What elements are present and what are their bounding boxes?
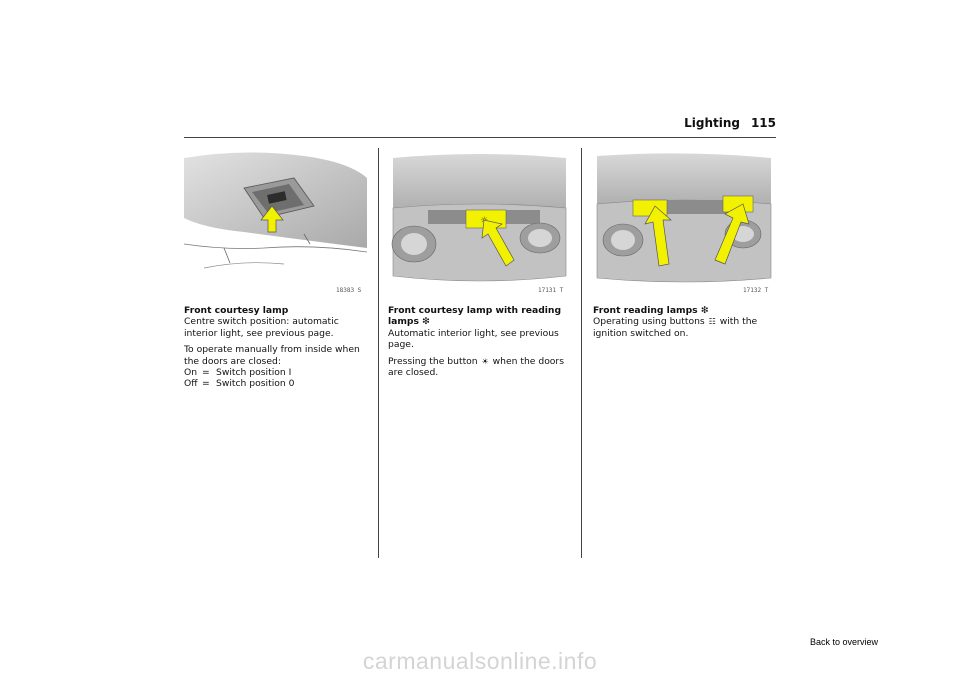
figure-code: 17132 T <box>743 287 769 294</box>
column-middle: Front courtesy lamp with reading lamps ❇… <box>388 305 576 383</box>
page-header: Lighting 115 <box>184 116 776 138</box>
option-symbol-icon: ❇ <box>700 305 709 316</box>
pointer-arrow <box>260 205 284 233</box>
column-divider-right <box>581 148 582 558</box>
definition-row: Off = Switch position 0 <box>184 378 295 390</box>
header-rule <box>184 137 776 138</box>
back-to-overview-link[interactable]: Back to overview <box>809 637 878 647</box>
pointer-arrow-left <box>644 205 672 267</box>
paragraph: Automatic interior light, see previous p… <box>388 327 559 351</box>
column-divider-left <box>378 148 379 558</box>
section-title: Lighting <box>684 116 740 130</box>
courtesy-lamp-illustration <box>184 148 367 294</box>
definition-row: On = Switch position I <box>184 367 292 379</box>
figure-courtesy-lamp <box>184 148 367 294</box>
figure-code: 18383 S <box>336 287 362 294</box>
pointer-arrow-right <box>714 203 750 265</box>
figure-code: 17131 T <box>538 287 564 294</box>
option-symbol-icon: ❇ <box>422 316 430 328</box>
figure-reading-lamps <box>593 148 776 294</box>
courtesy-reading-lamp-illustration: ☼ <box>388 148 571 294</box>
watermark: carmanualsonline.info <box>362 648 598 674</box>
reading-lamp-button-icon: ☷ <box>708 317 716 327</box>
heading-front-courtesy-lamp: Front courtesy lamp <box>184 305 289 316</box>
paragraph: Centre switch position: automatic interi… <box>184 316 339 339</box>
column-right: Front reading lamps ❇ Operating using bu… <box>593 305 781 344</box>
pointer-arrow <box>481 219 515 267</box>
page-number: 115 <box>750 116 776 130</box>
heading-front-reading-lamps: Front reading lamps ❇ <box>593 305 709 316</box>
courtesy-lamp-button-icon: ☀ <box>481 356 489 366</box>
reading-lamps-illustration <box>593 148 776 294</box>
paragraph: To operate manually from inside when the… <box>184 344 360 367</box>
heading-front-courtesy-reading-lamps: Front courtesy lamp with reading lamps ❇ <box>388 305 562 328</box>
figure-courtesy-reading-lamps: ☼ <box>388 148 571 294</box>
column-left: Front courtesy lamp Centre switch positi… <box>184 305 372 390</box>
paragraph: Operating using buttons ☷ with the ignit… <box>593 316 758 339</box>
paragraph: Pressing the button ☀ when the doors are… <box>388 355 564 379</box>
